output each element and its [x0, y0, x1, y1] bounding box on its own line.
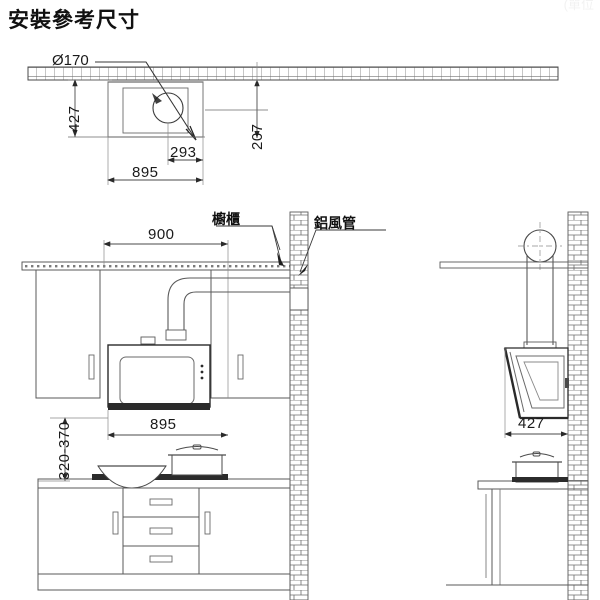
- cabinet-label: 櫥櫃: [212, 211, 240, 227]
- front-view-group: [21, 211, 386, 600]
- dimension-427-side: 427: [518, 415, 545, 432]
- page-title: 安裝參考尺寸: [8, 9, 140, 32]
- dimension-895-front: 895: [150, 416, 177, 433]
- dimension-293: 293: [170, 144, 197, 161]
- diameter-label-170: Ø170: [52, 52, 89, 69]
- corner-fragment-text: (單位: [563, 0, 594, 12]
- duct-label: 鋁風管: [314, 215, 356, 231]
- dimension-320-370: 320-370: [56, 421, 73, 480]
- dimension-895-top: 895: [132, 164, 159, 181]
- dimension-900: 900: [148, 226, 175, 243]
- dimension-207: 207: [249, 123, 266, 150]
- dimension-427-top: 427: [66, 105, 83, 132]
- side-view-group: [439, 211, 589, 600]
- top-view-group: [27, 61, 559, 185]
